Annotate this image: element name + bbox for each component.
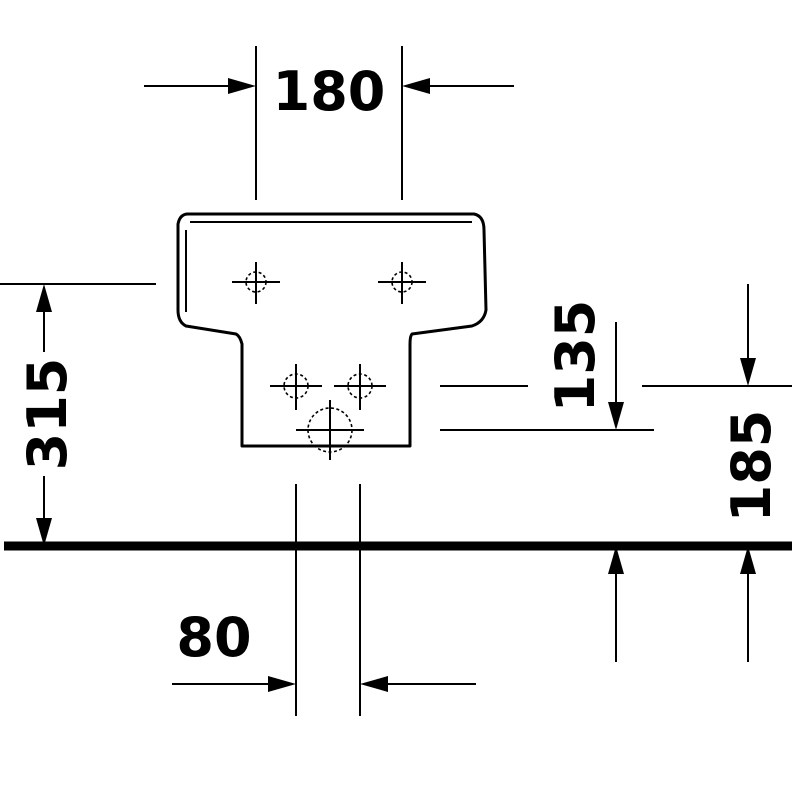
dimension-total-height: 315 (0, 283, 156, 546)
dimension-bottom-spacing: 80 (172, 484, 476, 716)
dimension-top-width: 180 (144, 46, 514, 200)
dim-label-135: 135 (544, 300, 607, 413)
mounting-hole-lower-left (270, 364, 322, 410)
mounting-hole-upper-left (232, 262, 280, 304)
mounting-hole-lower-right (334, 364, 386, 410)
dim-label-185: 185 (720, 410, 783, 523)
drain-hole (296, 400, 364, 460)
dimension-lower-hole-height: 185 (642, 284, 792, 662)
mounting-hole-upper-right (378, 262, 426, 304)
dim-label-315: 315 (16, 358, 79, 471)
fixture-outline (176, 212, 488, 448)
dim-label-180: 180 (273, 60, 386, 123)
dimension-upper-hole-height: 135 (440, 300, 654, 662)
dim-label-80: 80 (176, 606, 251, 669)
